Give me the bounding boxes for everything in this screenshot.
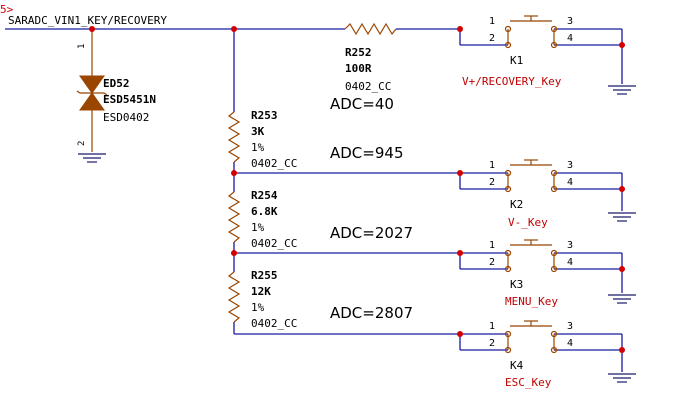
- r255-value-label: 12K: [251, 285, 271, 298]
- k3-name-label: MENU_Key: [505, 295, 558, 308]
- r255-ref-label: R255: [251, 269, 278, 282]
- k3-ref-label: K3: [510, 278, 523, 291]
- r254-tolerance-label: 1%: [251, 221, 265, 234]
- resistor-r253-symbol: [227, 111, 241, 163]
- junction-dot-k1-right: [619, 42, 625, 48]
- svg-text:1: 1: [489, 16, 495, 27]
- ground-symbol-k3: [608, 294, 636, 304]
- svg-text:2: 2: [489, 338, 495, 349]
- key-switch-k3: 1 2 3 4: [459, 239, 623, 293]
- svg-text:2: 2: [489, 257, 495, 268]
- r254-ref-label: R254: [251, 189, 278, 202]
- svg-text:4: 4: [567, 338, 573, 349]
- svg-text:1: 1: [489, 321, 495, 332]
- ground-symbol-k1: [608, 85, 636, 95]
- junction-dot-k3-left: [457, 250, 463, 256]
- svg-text:4: 4: [567, 177, 573, 188]
- r253-value-label: 3K: [251, 125, 265, 138]
- r253-footprint-label: 0402_CC: [251, 157, 297, 170]
- junction-dot-k2-left: [457, 170, 463, 176]
- junction-dot-k3-branch: [231, 250, 237, 256]
- adc-level-1: ADC=40: [330, 95, 394, 113]
- junction-dot-k2-right: [619, 186, 625, 192]
- r252-value-label: 100R: [345, 62, 372, 75]
- r254-footprint-label: 0402_CC: [251, 237, 297, 250]
- junction-dot-k1-left: [457, 26, 463, 32]
- svg-text:1: 1: [489, 160, 495, 171]
- junction-dot-k4-right: [619, 347, 625, 353]
- resistor-r252-symbol: [344, 22, 397, 36]
- svg-text:4: 4: [567, 257, 573, 268]
- key-switch-k1: 1 2 3 4: [459, 15, 623, 84]
- junction-dot-diode: [89, 26, 95, 32]
- diode-pin-1-label: 1: [77, 44, 87, 49]
- svg-text:4: 4: [567, 33, 573, 44]
- ground-symbol-k4: [608, 373, 636, 383]
- r253-ref-label: R253: [251, 109, 278, 122]
- resistor-r255-symbol: [227, 271, 241, 323]
- diode-value-label: ESD5451N: [103, 93, 156, 106]
- junction-dot-k3-right: [619, 266, 625, 272]
- esd-diode-ed52: 1 2 ED52 ESD5451N ESD0402: [76, 29, 156, 152]
- r253-tolerance-label: 1%: [251, 141, 265, 154]
- r254-value-label: 6.8K: [251, 205, 278, 218]
- offpage-connector-marker: 5>: [0, 3, 14, 16]
- adc-level-4: ADC=2807: [330, 304, 413, 322]
- k1-ref-label: K1: [510, 54, 523, 67]
- key-switch-k4: 1 2 3 4: [459, 320, 623, 372]
- r252-ref-label: R252: [345, 46, 372, 59]
- k2-ref-label: K2: [510, 198, 523, 211]
- net-label: SARADC_VIN1_KEY/RECOVERY: [8, 14, 167, 27]
- junction-dot-k2-branch: [231, 170, 237, 176]
- k1-name-label: V+/RECOVERY_Key: [462, 75, 562, 88]
- r255-tolerance-label: 1%: [251, 301, 265, 314]
- svg-text:3: 3: [567, 321, 573, 332]
- svg-text:1: 1: [489, 240, 495, 251]
- k2-name-label: V-_Key: [508, 216, 548, 229]
- r255-footprint-label: 0402_CC: [251, 317, 297, 330]
- diode-footprint-label: ESD0402: [103, 111, 149, 124]
- svg-text:3: 3: [567, 160, 573, 171]
- svg-text:2: 2: [489, 33, 495, 44]
- key-switch-k2: 1 2 3 4: [459, 159, 623, 211]
- adc-level-2: ADC=945: [330, 144, 403, 162]
- svg-text:3: 3: [567, 16, 573, 27]
- junction-dot-k4-left: [457, 331, 463, 337]
- junction-dot-ladder-top: [231, 26, 237, 32]
- diode-pin-2-label: 2: [77, 141, 87, 146]
- ground-symbol-k2: [608, 212, 636, 222]
- svg-text:3: 3: [567, 240, 573, 251]
- resistor-r254-symbol: [227, 191, 241, 243]
- svg-text:2: 2: [489, 177, 495, 188]
- diode-ref-label: ED52: [103, 77, 130, 90]
- k4-ref-label: K4: [510, 359, 524, 372]
- ground-symbol-diode: [78, 153, 106, 163]
- adc-level-3: ADC=2027: [330, 224, 413, 242]
- r252-footprint-label: 0402_CC: [345, 80, 391, 93]
- k4-name-label: ESC_Key: [505, 376, 552, 389]
